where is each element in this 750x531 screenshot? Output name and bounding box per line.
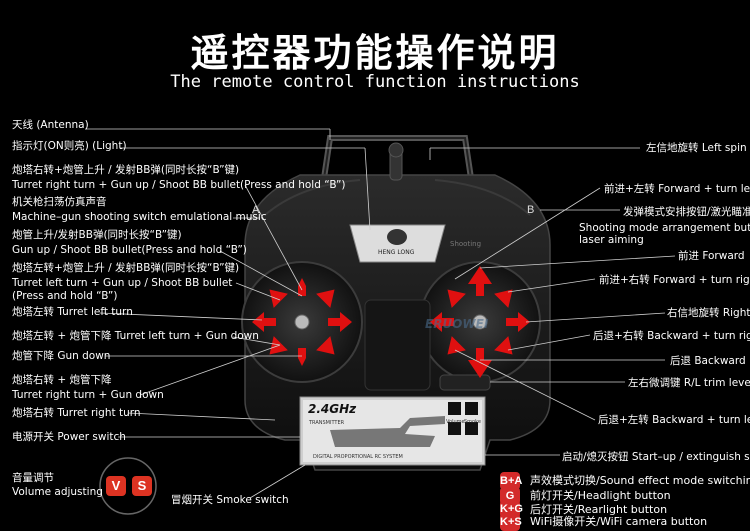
label-turret-right-gun-up-en: Turret right turn + Gun up / Shoot BB bu… <box>12 179 346 191</box>
system-label: DIGITAL PROPORTIONAL RC SYSTEM <box>313 454 403 460</box>
label-left-spin: 左信地旋转 Left spin <box>646 142 747 154</box>
label-turret-left-gun-up-en: Turret left turn + Gun up / Shoot BB bul… <box>12 277 233 289</box>
combo-key: B+A <box>500 472 522 490</box>
button-b-label: B <box>527 204 535 216</box>
volume-s-button: S <box>132 476 152 496</box>
leader-lines-left <box>85 128 371 499</box>
page-subtitle: The remote control function instructions <box>170 72 580 92</box>
label-volume-en: Volume adjusting <box>12 486 103 498</box>
label-right-spin: 右信地旋转 Right spin <box>667 307 750 319</box>
label-shooting-mode-zh: 发弹模式安排按钮/激光瞄准 <box>623 206 750 218</box>
label-backward-left: 后退+左转 Backward + turn left <box>598 414 750 426</box>
combo-key: K+S <box>500 513 522 531</box>
label-turret-right-gun-down-en: Turret right turn + Gun down <box>12 389 164 401</box>
label-turret-left-gun-up-zh: 炮塔左转+炮管上升 / 发射BB弹(同时长按“B”键) <box>12 262 240 274</box>
label-power-switch: 电源开关 Power switch <box>12 431 126 443</box>
right-stick-arrows <box>430 266 530 378</box>
label-volume-zh: 音量调节 <box>12 472 54 484</box>
label-turret-right: 炮塔右转 Turret right turn <box>12 407 141 419</box>
left-stick-arrows <box>252 278 352 366</box>
label-turret-right-gun-up-zh: 炮塔右转+炮管上升 / 发射BB弹(同时长按“B”键) <box>12 164 240 176</box>
label-forward: 前进 Forward <box>678 250 745 262</box>
label-forward-right: 前进+右转 Forward + turn right <box>599 274 750 286</box>
label-startup: 启动/熄灭按钮 Start–up / extinguish set <box>562 451 750 463</box>
smoke-plate-label: Smoke <box>464 419 481 425</box>
label-turret-right-gun-down-zh: 炮塔右转 + 炮管下降 <box>12 374 112 386</box>
label-trim-lever: 左右微调键 R/L trim lever <box>628 377 750 389</box>
label-gun-up-zh: 炮管上升/发射BB弹(同时长按“B”键) <box>12 229 182 241</box>
label-machine-gun-zh: 机关枪扫荡仿真声音 <box>12 196 107 208</box>
frequency-sub-label: TRANSMITTER <box>309 420 345 426</box>
brand-logo-text: HENG LONG <box>378 249 415 256</box>
label-shooting-mode-en2: laser aiming <box>579 234 644 246</box>
label-gun-up-en: Gun up / Shoot BB bullet(Press and hold … <box>12 244 247 256</box>
label-machine-gun-en: Machine–gun shooting switch emulational … <box>12 211 267 223</box>
watermark: ERUOWEI <box>425 317 489 331</box>
label-turret-left-gun-up-en2: (Press and hold “B”) <box>12 290 118 302</box>
frequency-label: 2.4GHz <box>308 402 357 416</box>
volume-plate-label: Volume <box>446 419 465 425</box>
combo-text: 后灯开关/Rearlight button <box>530 503 668 516</box>
label-smoke-switch: 冒烟开关 Smoke switch <box>171 494 289 506</box>
combo-text: 声效模式切换/Sound effect mode switching <box>530 474 750 487</box>
label-antenna: 天线 (Antenna) <box>12 119 89 131</box>
page-title: 遥控器功能操作说明 <box>190 31 560 75</box>
label-gun-down: 炮管下降 Gun down <box>12 350 111 362</box>
shooting-label: Shooting <box>450 240 482 248</box>
leader-lines-right <box>429 147 676 456</box>
label-backward: 后退 Backward <box>670 355 746 367</box>
volume-v-button: V <box>106 476 126 496</box>
label-backward-right: 后退+右转 Backward + turn right <box>593 330 750 342</box>
label-shooting-mode-en: Shooting mode arrangement button/ <box>579 222 750 234</box>
combo-text: WiFi摄像开关/WiFi camera button <box>530 515 708 528</box>
label-turret-left: 炮塔左转 Turret left turn <box>12 306 133 318</box>
label-turret-left-gun-down: 炮塔左转 + 炮管下降 Turret left turn + Gun down <box>12 330 259 342</box>
combo-text: 前灯开关/Headlight button <box>530 489 671 502</box>
button-a-label: A <box>252 204 260 216</box>
label-light: 指示灯(ON则亮) (Light) <box>12 140 127 152</box>
label-forward-left: 前进+左转 Forward + turn left <box>604 183 750 195</box>
